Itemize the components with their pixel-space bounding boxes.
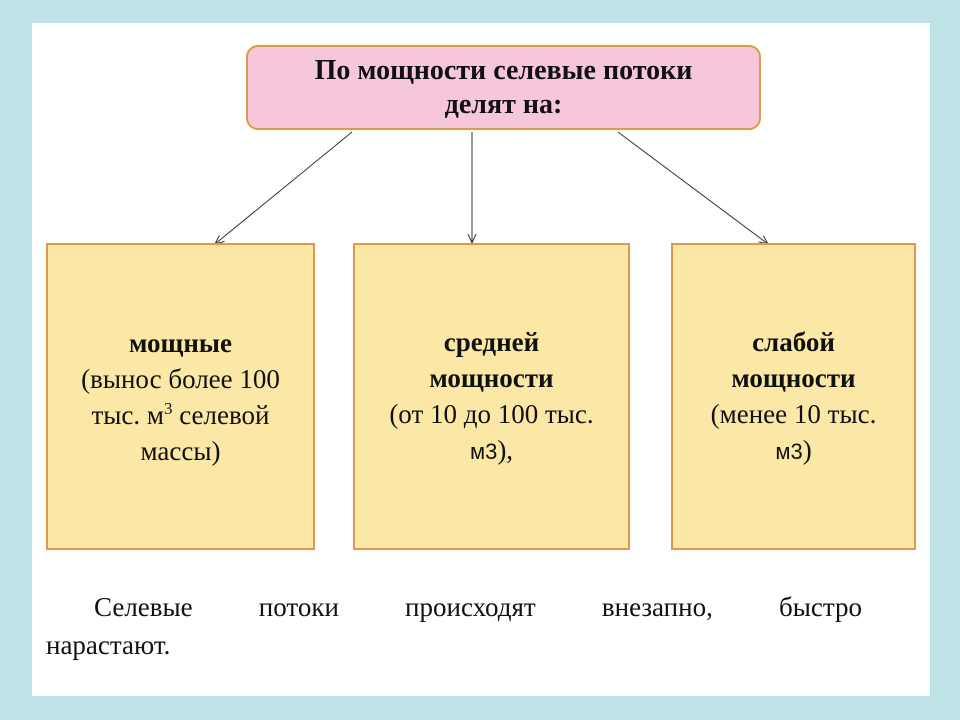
unit-text: м3 — [469, 438, 498, 464]
footer-line-2: нарастают. — [46, 630, 171, 660]
category-desc-line-1: (от 10 до 100 тыс. — [389, 398, 594, 429]
category-desc-line-3: массы) — [140, 435, 221, 466]
category-desc-line-2: тыс. м3 селевой — [91, 397, 269, 433]
footer-word: быстро — [778, 592, 862, 622]
category-desc-line-1: (вынос более 100 — [81, 363, 280, 394]
title-box: По мощности селевые потоки делят на: — [246, 45, 761, 130]
footer-word: потоки — [258, 592, 339, 622]
footer-word: происходят — [405, 592, 536, 622]
title-text: По мощности селевые потоки делят на: — [315, 54, 693, 122]
unit-text: м3 — [775, 438, 803, 464]
category-desc-line-2: м3) — [775, 432, 811, 470]
footer-word: внезапно, — [601, 592, 713, 622]
footer-paragraph: Селевые потоки происходят внезапно, быст… — [46, 588, 862, 664]
category-heading-1: средней — [443, 326, 540, 357]
title-line-1: По мощности селевые потоки — [314, 54, 693, 86]
category-desc-line-1: (менее 10 тыс. — [710, 398, 877, 429]
category-desc-line-2: м3), — [470, 432, 513, 470]
category-heading-2: мощности — [429, 362, 554, 393]
category-heading-1: слабой — [752, 326, 835, 357]
desc-tail: ), — [497, 434, 514, 465]
category-box-powerful: мощные (вынос более 100 тыс. м3 селевой … — [46, 243, 315, 550]
desc-tail: ) — [802, 434, 812, 465]
category-box-medium: средней мощности (от 10 до 100 тыс. м3), — [353, 243, 630, 550]
category-heading: мощные — [129, 327, 232, 358]
desc-text: селевой — [172, 399, 270, 430]
arrow-left — [215, 131, 353, 244]
desc-text: тыс. м — [91, 399, 164, 430]
superscript: 3 — [163, 398, 173, 418]
category-box-weak: слабой мощности (менее 10 тыс. м3) — [671, 243, 916, 550]
footer-line-1: Селевые потоки происходят внезапно, быст… — [46, 588, 862, 626]
title-line-2: делят на: — [444, 88, 563, 120]
arrow-right — [617, 131, 768, 244]
category-heading-2: мощности — [731, 362, 856, 393]
footer-word: Селевые — [94, 592, 193, 622]
